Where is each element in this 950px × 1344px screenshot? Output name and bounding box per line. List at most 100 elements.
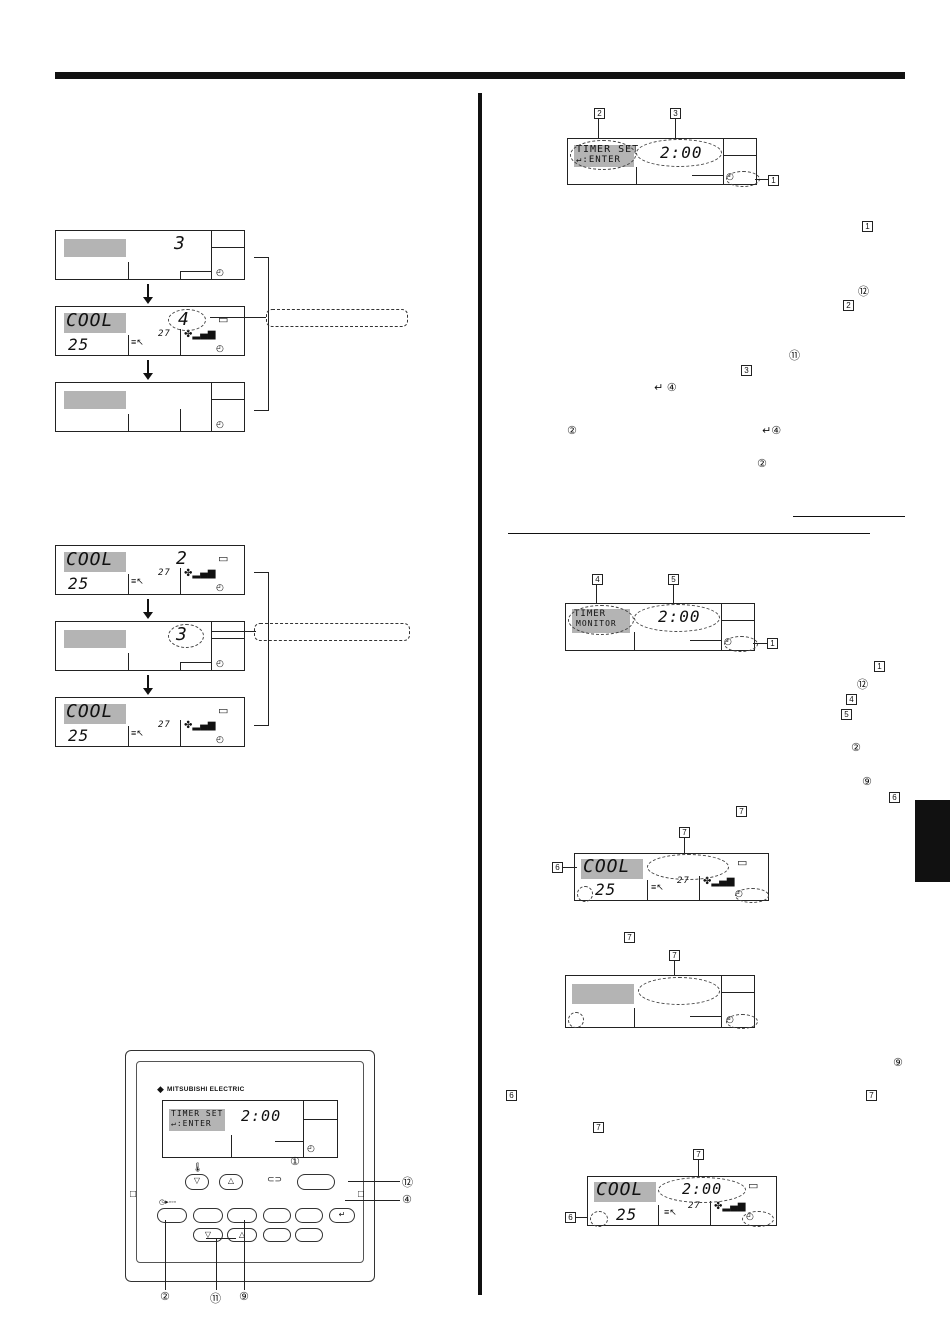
section-tab xyxy=(915,800,950,882)
label-7c: 7 xyxy=(693,1149,704,1160)
filter-icon: ▭ xyxy=(737,857,748,869)
vane-icon: ≡↖ xyxy=(651,882,664,892)
label-4: 4 xyxy=(592,574,603,585)
filter-icon: ▭ xyxy=(748,1180,759,1192)
lcd-room-temp: 27 xyxy=(677,876,690,886)
lcd-temp: 25 xyxy=(616,1205,638,1224)
ref-enter-4: ↵ ④ xyxy=(654,381,677,394)
lcd-mode: COOL xyxy=(66,701,114,722)
ref-12: ⑫ xyxy=(858,285,869,298)
label-1b: 1 xyxy=(767,638,778,649)
lcd-screen-a2: COOL 25 4 27 ✤▂▄▆ ≡↖ ▭ ◴ xyxy=(55,306,245,356)
bref-9: ⑨ xyxy=(893,1056,903,1069)
mref-6: 6 xyxy=(889,792,900,803)
ref-enter-4b: ↵④ xyxy=(762,424,782,437)
brand-label: MITSUBISHI ELECTRIC xyxy=(167,1086,245,1093)
lcd-mode: COOL xyxy=(66,310,114,331)
temp-icon: 🌡︎ xyxy=(192,1162,204,1172)
ref-2: 2 xyxy=(843,300,854,311)
label-7: 7 xyxy=(679,827,690,838)
timer-icons: ◷▸◦◦◦ xyxy=(159,1199,177,1206)
fan-speed-icon: ✤▂▄▆ xyxy=(714,1201,746,1212)
lcd-screen-a1: 3 ◴ xyxy=(55,230,245,280)
fan-speed-icon: ✤▂▄▆ xyxy=(703,876,735,887)
mref-1: 1 xyxy=(874,661,885,672)
lcd-cool-time: COOL 25 2:00 27 ✤▂▄▆ ≡↖ ▭ ◴ xyxy=(587,1176,777,1227)
clock-icon: ◴ xyxy=(307,1143,315,1153)
vane-button[interactable] xyxy=(295,1208,323,1223)
enter-button[interactable]: ↵ xyxy=(329,1208,355,1223)
vane-icon: ≡↖ xyxy=(131,728,144,738)
lcd-temp: 25 xyxy=(68,335,90,354)
mref-5: 5 xyxy=(841,709,852,720)
timer-menu-button[interactable] xyxy=(157,1208,187,1223)
clock-icon: ◴ xyxy=(216,582,224,592)
remote-line2: ↵:ENTER xyxy=(171,1119,212,1128)
vane-icon: ≡↖ xyxy=(131,337,144,347)
callout-1: ① xyxy=(290,1155,300,1168)
lcd-digit: 3 xyxy=(174,233,186,254)
timer-up-button[interactable]: △ xyxy=(227,1228,257,1242)
remote-time: 2:00 xyxy=(241,1107,282,1125)
lcd-timer-set: TIMER SET ↵:ENTER 2:00 ◴ xyxy=(567,138,760,187)
lcd-mode: COOL xyxy=(66,549,114,570)
arrow-down xyxy=(143,599,153,619)
header-rule xyxy=(55,72,905,79)
filter-icon: ▭ xyxy=(218,705,229,717)
remote-line1: TIMER SET xyxy=(171,1109,224,1118)
label-7b: 7 xyxy=(669,950,680,961)
mref-7: 7 xyxy=(736,806,747,817)
label-1: 1 xyxy=(768,175,779,186)
bref-7b: 7 xyxy=(593,1122,604,1133)
label-3: 3 xyxy=(670,108,681,119)
ref-2b: ② xyxy=(567,424,577,437)
arrow-down xyxy=(143,675,153,695)
lcd-room-temp: 27 xyxy=(158,329,171,339)
mref-4: 4 xyxy=(846,694,857,705)
fan-speed-button[interactable] xyxy=(263,1208,291,1223)
lcd-timer-blank: ◴ xyxy=(565,975,758,1029)
lcd-cool-timer: COOL 25 27 ✤▂▄▆ ≡↖ ▭ ◴ xyxy=(574,853,769,903)
underline-rule xyxy=(793,516,905,517)
bref-7: 7 xyxy=(866,1090,877,1101)
lcd-room-temp: 27 xyxy=(158,568,171,578)
callout-11: ⑪ xyxy=(210,1292,221,1305)
filter-icon: ▭ xyxy=(218,553,229,565)
clock-icon: ◴ xyxy=(216,658,224,668)
lcd-temp: 25 xyxy=(68,574,90,593)
ref-11: ⑪ xyxy=(789,349,800,362)
lcd-temp: 25 xyxy=(595,880,617,899)
callout-9: ⑨ xyxy=(239,1290,249,1303)
fan-speed-icon: ✤▂▄▆ xyxy=(184,329,216,340)
temp-down-button[interactable]: ▽ xyxy=(185,1174,209,1190)
label-5: 5 xyxy=(668,574,679,585)
on-off-button[interactable] xyxy=(297,1174,335,1190)
clock-icon: ◴ xyxy=(216,267,224,277)
filter-icon: ▭ xyxy=(218,314,229,326)
louver-button[interactable] xyxy=(263,1228,291,1242)
label-2: 2 xyxy=(594,108,605,119)
lcd-digit: 2 xyxy=(176,548,188,569)
callout-12: ⑫ xyxy=(402,1176,413,1189)
bref-6: 6 xyxy=(506,1090,517,1101)
timer-set-button[interactable] xyxy=(227,1208,257,1223)
lcd-timer-monitor: TIMER MONITOR 2:00 ◴ xyxy=(565,603,758,652)
timer-down-button[interactable]: ▽ xyxy=(193,1228,223,1242)
callout-box-b xyxy=(254,623,410,641)
right-clip-icon: □ xyxy=(358,1189,365,1200)
column-divider xyxy=(478,93,482,1295)
arrow-down xyxy=(143,284,153,304)
mref-12: ⑫ xyxy=(857,678,868,691)
mitsubishi-logo-icon: ◆ xyxy=(157,1084,164,1094)
callout-2: ② xyxy=(160,1290,170,1303)
timer-on-off-button[interactable] xyxy=(193,1208,223,1223)
ventilation-button[interactable] xyxy=(295,1228,323,1242)
lcd-mode: COOL xyxy=(596,1179,644,1200)
vane-icon: ≡↖ xyxy=(664,1207,677,1217)
lcd-room-temp: 27 xyxy=(158,720,171,730)
fan-speed-icon: ✤▂▄▆ xyxy=(184,568,216,579)
lcd-screen-a3: ◴ xyxy=(55,382,245,432)
lcd-screen-b3: COOL 25 27 ✤▂▄▆ ≡↖ ▭ ◴ xyxy=(55,697,245,747)
temp-up-button[interactable]: △ xyxy=(219,1174,243,1190)
left-clip-icon: □ xyxy=(130,1189,137,1200)
